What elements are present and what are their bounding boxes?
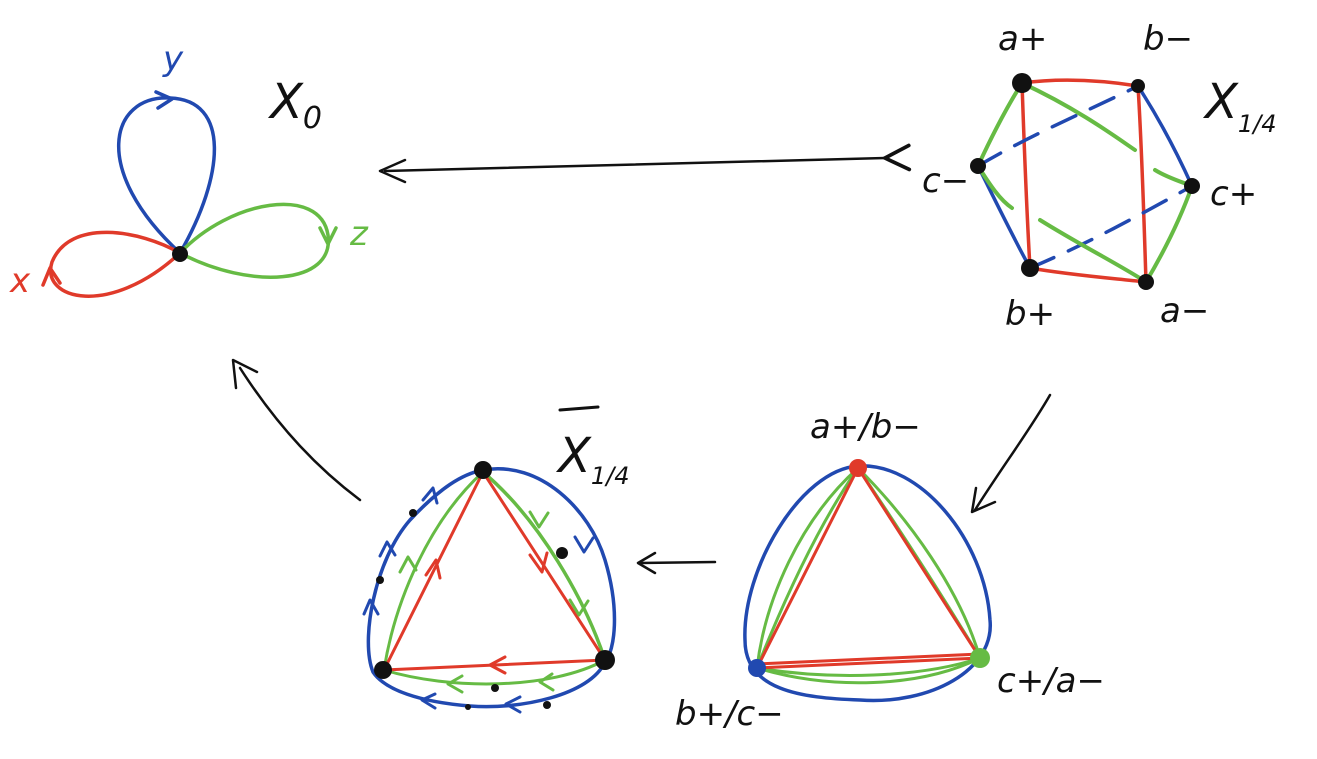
xbar-blue-arrow-left-1 (421, 486, 439, 505)
label-b-minus: b− (1143, 19, 1193, 59)
edge-b+c+dashed (1028, 184, 1194, 270)
vertex-b-plus (1021, 259, 1039, 277)
loop-y (116, 96, 217, 255)
label-b-plus: b+ (1005, 294, 1055, 334)
edge-b-a- (1136, 84, 1148, 284)
quotient-green-bottom (756, 656, 981, 685)
vertex-c-plus (1184, 178, 1200, 194)
loop-x-label: x (9, 261, 31, 301)
xbar-subdiv-dot (465, 704, 471, 710)
quotient-blue-boundary (743, 464, 992, 703)
xbar-green-arrow-right-1 (528, 510, 550, 529)
quotient-label-top: a+/b− (810, 407, 921, 447)
arrow-xbar-to-x0-head (231, 358, 259, 390)
loop-z-label: z (349, 214, 369, 254)
loop-x (48, 230, 182, 298)
label-c-plus: c+ (1210, 174, 1257, 214)
loop-z-arrow (318, 226, 338, 246)
edge-a+b- (1020, 78, 1140, 88)
xbar-subdiv-dot (556, 547, 568, 559)
edge-b+a- (1028, 266, 1148, 284)
xbar-vertex-right (595, 650, 615, 670)
xbar-subdiv-dot (376, 576, 384, 584)
xbar-red-arrow-left (424, 558, 442, 580)
quotient-red-bottom-2 (756, 652, 981, 666)
loop-x-arrow (41, 266, 62, 287)
xbar14-title: X1/4 (555, 428, 630, 490)
xbar-subdiv-dot (409, 509, 417, 517)
quotient-green-top-left-2 (755, 467, 860, 669)
xbar-green-arrow-right-2 (568, 598, 590, 617)
x14-graph: a+ b− c− c+ b+ a− X1/4 (922, 19, 1277, 334)
xbar-blue-arrow-left-3 (362, 598, 380, 616)
quotient-label-left: b+/c− (675, 694, 784, 734)
edge-a+b+ (1020, 81, 1032, 270)
quotient-graph: a+/b− b+/c− c+/a− (675, 407, 1105, 734)
xbar-vertex-top (474, 461, 492, 479)
xbar-red-arrow-bottom (488, 655, 507, 675)
xbar-green-bottom (383, 658, 606, 686)
xbar-green-arrow-bottom-1 (446, 674, 464, 694)
vertex-c-minus (970, 158, 986, 174)
basepoint (172, 246, 188, 262)
vertex-a-plus (1012, 73, 1032, 93)
edge-c-b-dashed (976, 84, 1140, 168)
arrow-x14-to-quotient-head (970, 486, 997, 514)
vertex-a-minus (1138, 274, 1154, 290)
quotient-green-top-left (755, 466, 860, 669)
edge-b-c+ (1136, 84, 1194, 188)
label-a-plus: a+ (998, 19, 1047, 59)
xbar-green-left (382, 470, 485, 671)
edge-c+a- (1144, 184, 1194, 284)
quotient-vertex-left (748, 659, 766, 677)
label-a-minus: a− (1160, 291, 1209, 331)
quotient-green-bottom-2 (756, 656, 981, 677)
xbar-green-arrow-bottom-2 (538, 672, 555, 692)
xbar-red-arrow-right (528, 551, 549, 574)
arrow-x14-to-quotient (973, 393, 1052, 512)
arrow-xbar-to-x0 (238, 366, 362, 502)
vertex-b-minus (1131, 79, 1145, 93)
loop-y-arrow (154, 90, 174, 110)
xbar-blue-arrow-bottom-2 (504, 695, 522, 714)
xbar-subdiv-dot (543, 701, 551, 709)
x14-title: X1/4 (1202, 74, 1277, 138)
xbar-green-right (481, 470, 607, 661)
xbar-blue-arrow-left-2 (378, 540, 397, 558)
quotient-vertex-top (849, 459, 867, 477)
arrow-quotient-to-xbar (638, 560, 717, 565)
xbar-overline (558, 405, 600, 412)
quotient-vertex-right (970, 648, 990, 668)
x0-bouquet: y z x X0 (9, 39, 369, 301)
xbar-blue-arrow-right-1 (573, 535, 595, 554)
arrow-x14-to-x0-head (378, 158, 407, 184)
loop-y-label: y (162, 39, 184, 79)
arrow-x14-to-x0 (383, 158, 885, 173)
xbar-blue-arrow-bottom-1 (420, 692, 437, 710)
x0-title: X0 (267, 74, 322, 136)
loop-z (178, 202, 330, 279)
label-c-minus: c− (922, 161, 969, 201)
quotient-red-triangle (754, 464, 983, 670)
xbar-subdiv-dot (491, 684, 499, 692)
xbar14-graph: X1/4 (362, 405, 630, 714)
quotient-label-right: c+/a− (997, 661, 1105, 701)
arrow-quotient-to-xbar-head (636, 551, 657, 575)
quotient-green-top-right (856, 466, 982, 659)
xbar-vertex-left (374, 661, 392, 679)
xbar-green-arrow-left (398, 555, 418, 574)
xbar-blue-boundary (366, 467, 617, 709)
